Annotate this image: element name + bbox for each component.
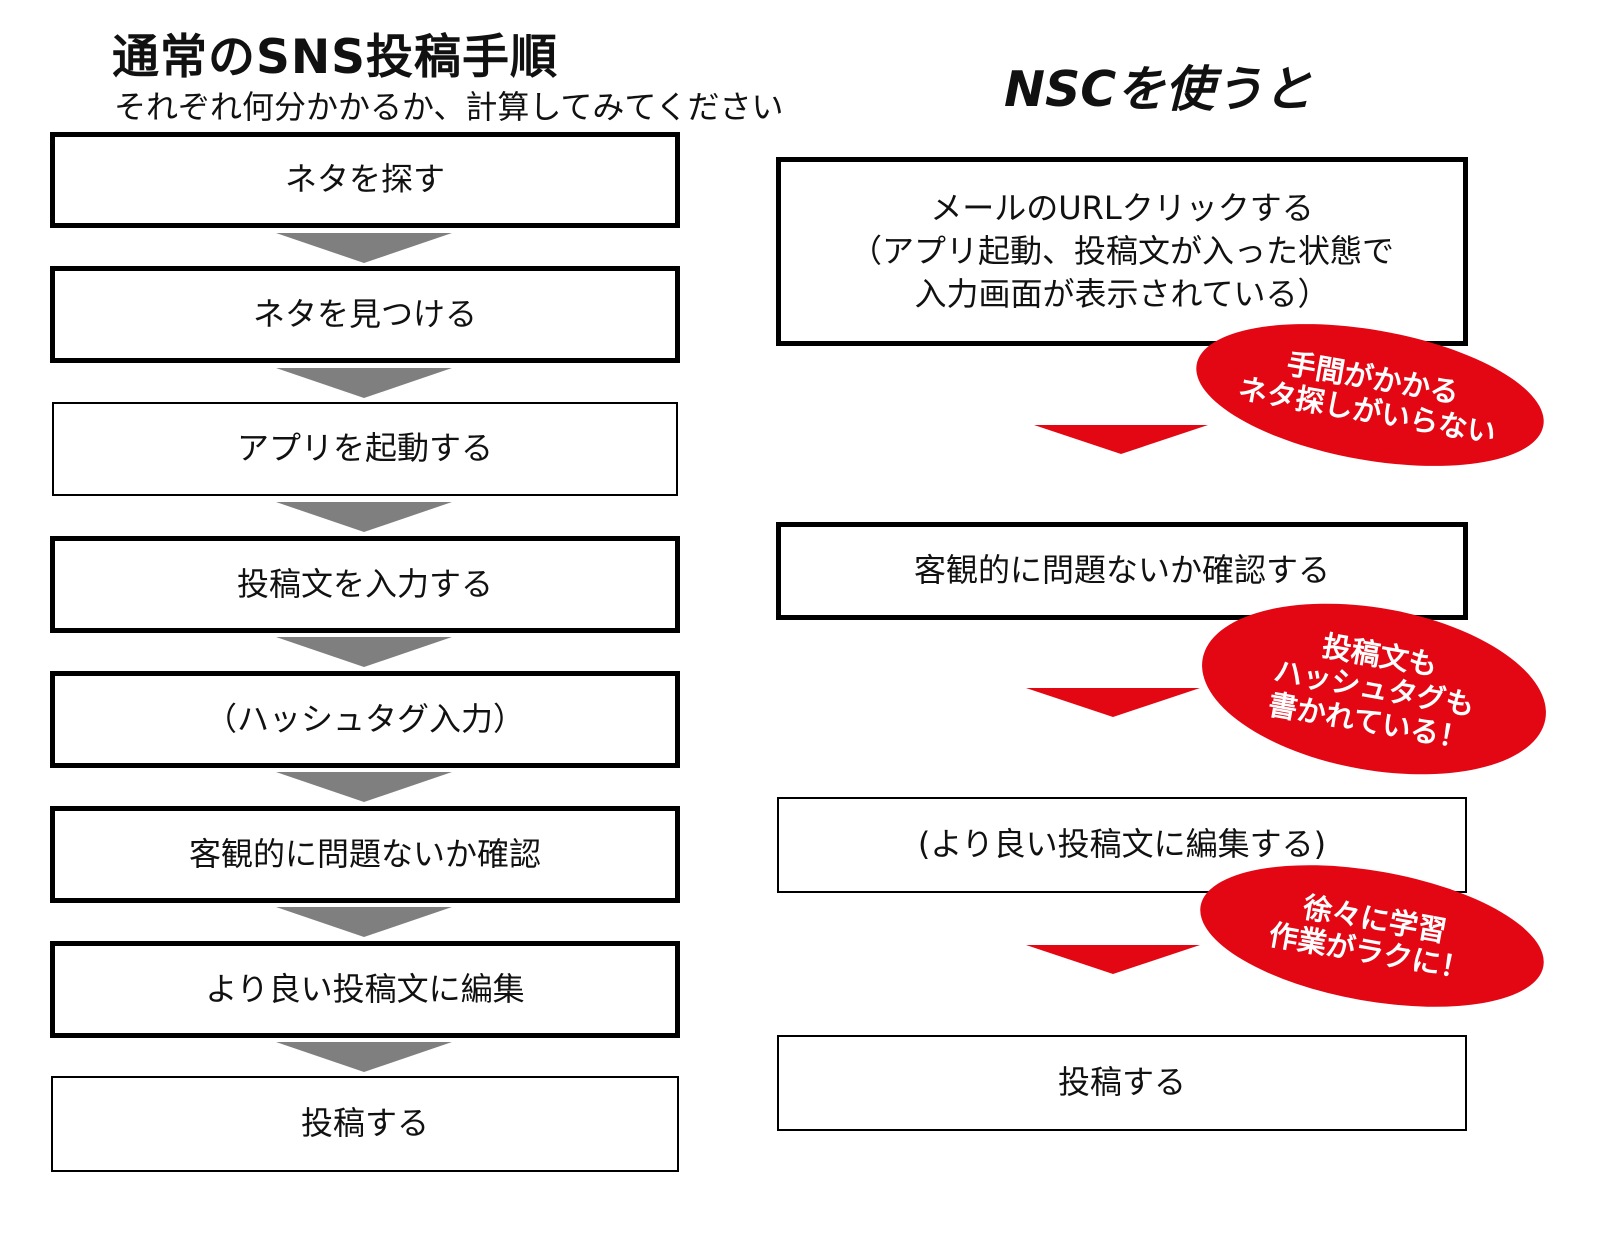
right-arrow-2 [1026, 688, 1200, 717]
left-arrow-1 [276, 233, 452, 263]
left-arrow-7 [276, 1042, 452, 1072]
left-step-5-label: （ハッシュタグ入力） [204, 699, 525, 738]
left-step-5: （ハッシュタグ入力） [50, 671, 680, 768]
left-title: 通常のSNS投稿手順 [112, 30, 559, 85]
left-arrow-6 [276, 907, 452, 937]
right-arrow-3 [1026, 945, 1200, 974]
left-step-7-label: より良い投稿文に編集 [205, 969, 525, 1008]
callout-3-text: 徐々に学習 作業がラクに！ [1266, 889, 1473, 987]
left-arrow-5 [276, 772, 452, 802]
left-arrow-3 [276, 502, 452, 532]
left-step-6: 客観的に問題ないか確認 [50, 806, 680, 903]
left-step-2: ネタを見つける [50, 266, 680, 363]
left-step-3: アプリを起動する [52, 402, 678, 496]
left-arrow-2 [276, 368, 452, 398]
left-step-8-label: 投稿する [300, 1104, 429, 1143]
right-step-2-label: 客観的に問題ないか確認する [913, 551, 1330, 590]
left-step-1-label: ネタを探す [284, 160, 445, 199]
right-title: NSCを使うと [1004, 61, 1313, 118]
callout-2-text: 投稿文も ハッシュタグも 書かれている！ [1265, 628, 1478, 756]
right-step-1: メールのURLクリックする （アプリ起動、投稿文が入った状態で 入力画面が表示さ… [776, 157, 1468, 346]
callout-1-text: 手間がかかる ネタ探しがいらない [1235, 346, 1499, 451]
left-step-4-label: 投稿文を入力する [236, 564, 493, 603]
left-subtitle: それぞれ何分かかるか、計算してみてください [114, 88, 784, 126]
right-step-4-label: 投稿する [1057, 1063, 1186, 1102]
right-step-3-label: (より良い投稿文に編集する) [917, 825, 1327, 864]
right-arrow-1 [1034, 425, 1208, 454]
right-step-4: 投稿する [777, 1035, 1467, 1131]
left-step-4: 投稿文を入力する [50, 536, 680, 633]
right-step-1-label: メールのURLクリックする （アプリ起動、投稿文が入った状態で 入力画面が表示さ… [849, 188, 1394, 314]
left-arrow-4 [276, 637, 452, 667]
left-step-1: ネタを探す [50, 132, 680, 228]
left-step-6-label: 客観的に問題ないか確認 [188, 834, 541, 873]
left-step-2-label: ネタを見つける [252, 294, 477, 333]
right-step-2: 客観的に問題ないか確認する [776, 522, 1468, 620]
left-step-8: 投稿する [51, 1076, 679, 1172]
left-step-7: より良い投稿文に編集 [50, 941, 680, 1038]
left-step-3-label: アプリを起動する [236, 429, 493, 468]
